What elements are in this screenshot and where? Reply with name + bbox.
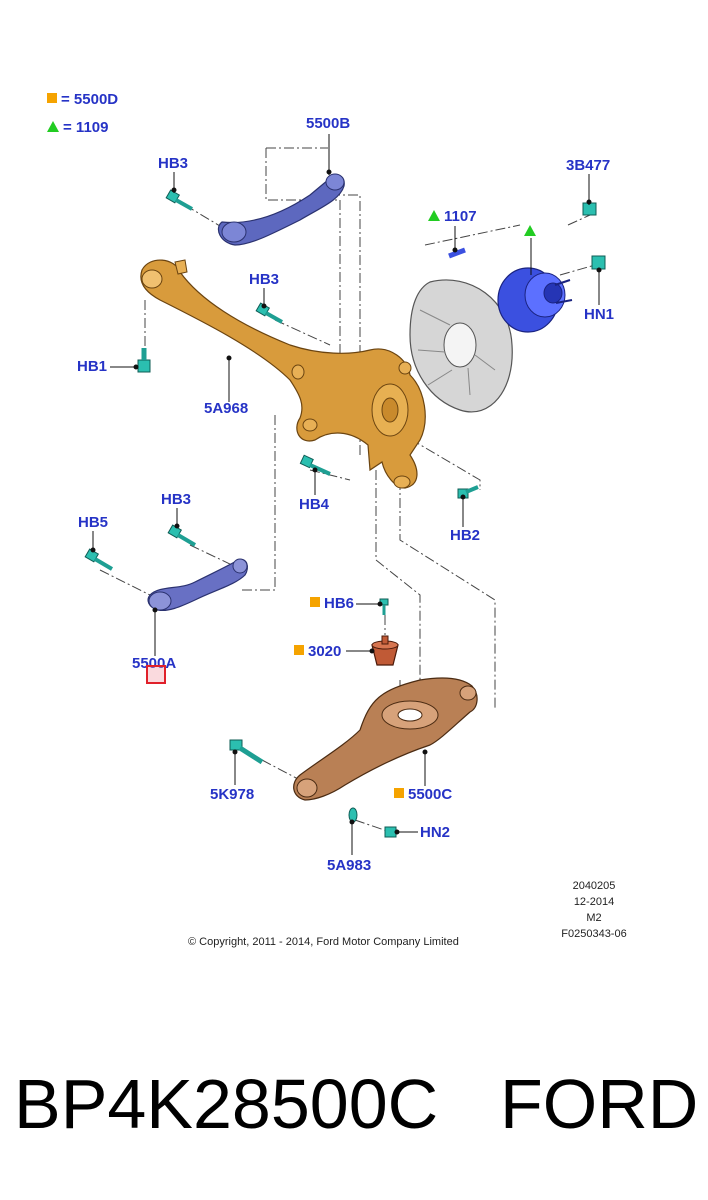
- label-5500c-text: 5500C: [408, 786, 453, 803]
- bolt-1107: [448, 247, 466, 259]
- orange-square-icon: [294, 645, 304, 655]
- bolt-hb4: [299, 454, 331, 476]
- label-1107[interactable]: 1107: [428, 208, 477, 226]
- label-hb4[interactable]: HB4: [299, 496, 330, 513]
- label-hn1[interactable]: HN1: [584, 306, 615, 323]
- label-hn2[interactable]: HN2: [420, 824, 451, 841]
- nut-hn1: [591, 255, 606, 270]
- dust-shield: [409, 279, 513, 413]
- label-5a968[interactable]: 5A968: [204, 400, 249, 417]
- label-3020[interactable]: 3020: [294, 643, 341, 661]
- legend-1109: = 1109: [47, 119, 108, 137]
- nut-hn2: [384, 826, 397, 838]
- suspension-diagram: [84, 134, 606, 855]
- green-triangle-hub: [524, 225, 536, 236]
- selected-part-highlight: [146, 665, 166, 684]
- label-5a983[interactable]: 5A983: [327, 857, 372, 874]
- wheel-hub: [497, 267, 573, 333]
- upper-arm-5500b: [217, 173, 345, 246]
- assembly-lines: [99, 147, 596, 833]
- bolt-hb3-mid: [255, 302, 283, 324]
- label-hb2[interactable]: HB2: [450, 527, 481, 544]
- part-number: BP4K28500C: [14, 1065, 439, 1143]
- label-5k978[interactable]: 5K978: [210, 786, 255, 803]
- label-hb3-mid[interactable]: HB3: [249, 271, 280, 288]
- label-hb3-top[interactable]: HB3: [158, 155, 189, 172]
- label-hb6-text: HB6: [324, 595, 355, 612]
- label-5500c[interactable]: 5500C: [394, 786, 452, 804]
- bolt-hb6: [379, 598, 389, 615]
- legend-text: = 5500D: [61, 91, 119, 108]
- label-hb5[interactable]: HB5: [78, 514, 109, 531]
- bolt-hb5: [84, 548, 114, 571]
- label-3020-text: 3020: [308, 643, 342, 660]
- meta-code-1: 2040205: [572, 880, 616, 892]
- label-hb3-low[interactable]: HB3: [161, 491, 192, 508]
- green-triangle-icon: [47, 121, 59, 132]
- label-5500b[interactable]: 5500B: [306, 115, 351, 132]
- meta-date: 12-2014: [573, 896, 615, 908]
- label-1107-text: 1107: [444, 208, 477, 225]
- meta-version: M2: [586, 912, 602, 924]
- bolt-hb3-top: [165, 189, 193, 211]
- bolt-hb3-low: [167, 524, 197, 547]
- copyright-notice: © Copyright, 2011 - 2014, Ford Motor Com…: [188, 936, 459, 948]
- orange-square-icon: [394, 788, 404, 798]
- bolt-hb1: [137, 348, 151, 373]
- lower-arm-5500c: [293, 677, 478, 801]
- label-hb1[interactable]: HB1: [77, 358, 108, 375]
- label-3b477[interactable]: 3B477: [566, 157, 611, 174]
- bushing-3020: [371, 635, 399, 666]
- orange-square-icon: [310, 597, 320, 607]
- brand-name: FORD: [500, 1065, 699, 1143]
- legend-text: = 1109: [63, 119, 109, 136]
- green-triangle-icon: [428, 210, 440, 221]
- legend-5500d: = 5500D: [47, 91, 118, 109]
- meta-code-2: F0250343-06: [561, 928, 627, 940]
- leader-lines: [90, 134, 602, 855]
- knuckle-5a968: [140, 259, 426, 489]
- label-hb6[interactable]: HB6: [310, 595, 354, 613]
- lower-link-5500a: [147, 558, 248, 612]
- orange-square-icon: [47, 93, 57, 103]
